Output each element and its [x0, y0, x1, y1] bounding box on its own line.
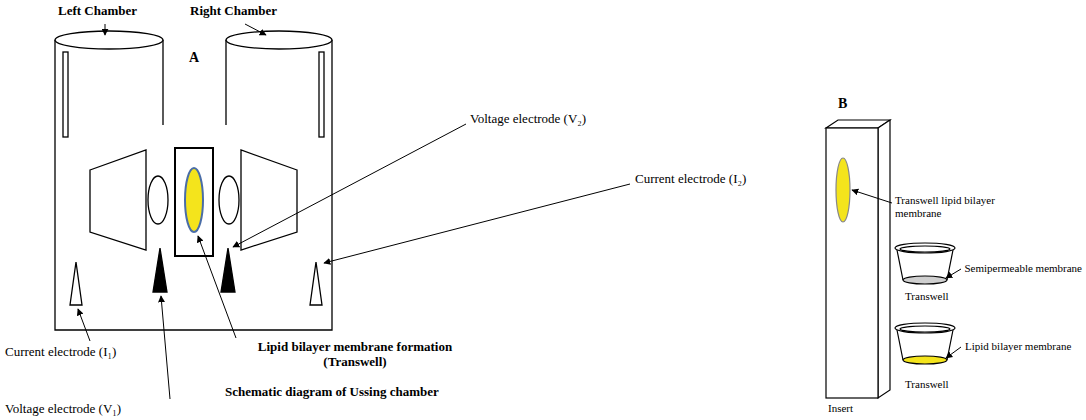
part-label: Transwell — [905, 378, 949, 391]
panel-letter: B — [838, 96, 847, 112]
insert-box — [826, 128, 878, 398]
electrode-label: Current electrode (I₂) — [635, 172, 746, 187]
chamber-port — [241, 150, 297, 250]
port-ring — [148, 176, 168, 224]
lipid-bilayer — [185, 168, 203, 232]
figure-caption: Schematic diagram of Ussing chamber — [225, 385, 439, 400]
leader-line — [78, 309, 90, 341]
chamber-label: Left Chamber — [58, 4, 137, 19]
chamber-label: Right Chamber — [190, 4, 277, 19]
lipid-bilayer — [903, 356, 947, 364]
inner-bar — [63, 52, 68, 137]
part-label: Lipid bilayer membrane — [965, 340, 1071, 353]
part-label: Transwell — [905, 290, 949, 303]
chamber-housing — [55, 40, 332, 330]
electrode-label: Voltage electrode (V₂) — [470, 112, 586, 127]
electrode-label: Voltage electrode (V₁) — [5, 402, 121, 417]
leader-line — [161, 296, 170, 399]
leader-line — [245, 24, 266, 35]
transwell-rim — [895, 243, 955, 253]
leader-line — [198, 236, 236, 338]
leader-line — [852, 190, 892, 203]
cylinder-wall — [162, 40, 163, 125]
part-label: Insert — [828, 402, 853, 415]
part-label: Semipermeable membrane — [964, 262, 1082, 275]
voltage-electrode — [153, 248, 167, 292]
semipermeable-membrane — [903, 276, 947, 284]
leader-line — [946, 347, 961, 358]
cylinder-wall — [225, 40, 226, 125]
panel-letter: A — [189, 50, 199, 66]
insert-side — [878, 120, 890, 398]
transwell-rim — [900, 326, 950, 332]
transwell-holder — [175, 148, 213, 256]
current-electrode — [310, 262, 322, 305]
cylinder-top — [226, 31, 332, 49]
current-electrode — [70, 262, 82, 305]
voltage-electrode — [221, 248, 235, 292]
transwell-rim — [895, 323, 955, 333]
leader-line — [324, 184, 630, 263]
leader-line — [105, 24, 106, 35]
leader-line — [946, 269, 961, 278]
leader-line — [233, 124, 466, 247]
electrode-label: Current electrode (I₁) — [5, 345, 116, 360]
membrane-label: Lipid bilayer membrane formation (Transw… — [240, 340, 470, 370]
chamber-port — [90, 150, 146, 250]
transwell-rim — [900, 246, 950, 252]
cylinder-top — [55, 31, 163, 49]
inner-bar — [319, 52, 324, 137]
part-label: Transwell lipid bilayer membrane — [895, 194, 1015, 219]
port-ring — [219, 176, 239, 224]
lipid-bilayer — [836, 158, 850, 222]
